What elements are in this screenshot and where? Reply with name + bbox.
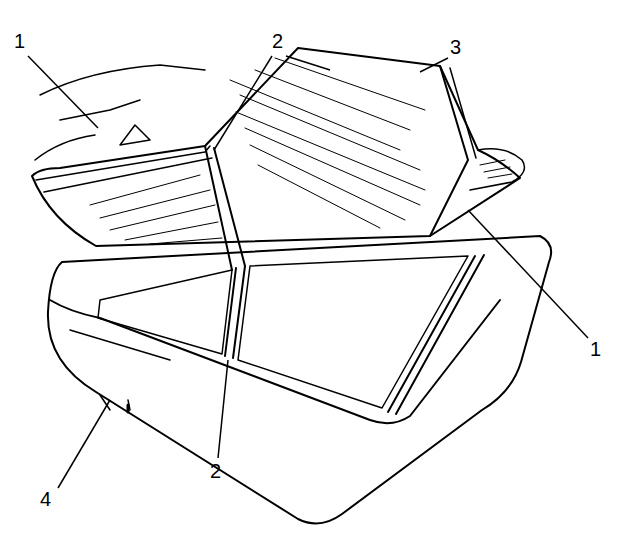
callout-number: 2	[210, 460, 221, 482]
callout-number: 2	[272, 30, 283, 52]
callout-number: 4	[40, 488, 51, 510]
leader-lines	[28, 56, 588, 488]
callout-number: 1	[14, 30, 25, 52]
callout-number: 1	[590, 338, 601, 360]
callout-number: 3	[450, 36, 461, 58]
